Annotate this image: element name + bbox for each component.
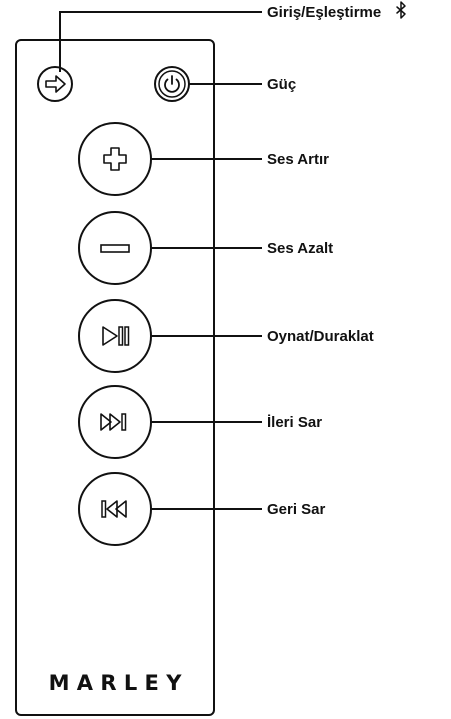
previous-label: Geri Sar bbox=[267, 501, 326, 518]
power-label: Güç bbox=[267, 76, 296, 93]
volume-down-label: Ses Azalt bbox=[267, 240, 333, 257]
play-pause-icon bbox=[102, 326, 130, 346]
skip-forward-icon bbox=[100, 413, 127, 431]
previous-button[interactable] bbox=[78, 472, 152, 546]
input-pair-label: Giriş/Eşleştirme bbox=[267, 4, 381, 21]
volume-up-button[interactable] bbox=[78, 122, 152, 196]
input-pair-button[interactable] bbox=[37, 66, 73, 102]
arrow-right-icon bbox=[45, 75, 66, 93]
minus-icon bbox=[100, 244, 130, 253]
power-button[interactable] bbox=[154, 66, 190, 102]
brand-logo: M A R L E Y bbox=[49, 671, 183, 695]
power-icon bbox=[164, 75, 180, 93]
volume-up-label: Ses Artır bbox=[267, 151, 329, 168]
bluetooth-icon bbox=[396, 1, 406, 19]
next-button[interactable] bbox=[78, 385, 152, 459]
skip-back-icon bbox=[101, 500, 127, 518]
next-label: İleri Sar bbox=[267, 414, 322, 431]
play-pause-button[interactable] bbox=[78, 299, 152, 373]
volume-down-button[interactable] bbox=[78, 211, 152, 285]
play-pause-label: Oynat/Duraklat bbox=[267, 328, 374, 345]
input-pair-leader bbox=[59, 11, 262, 72]
plus-icon bbox=[103, 147, 127, 171]
remote-body bbox=[15, 39, 215, 716]
